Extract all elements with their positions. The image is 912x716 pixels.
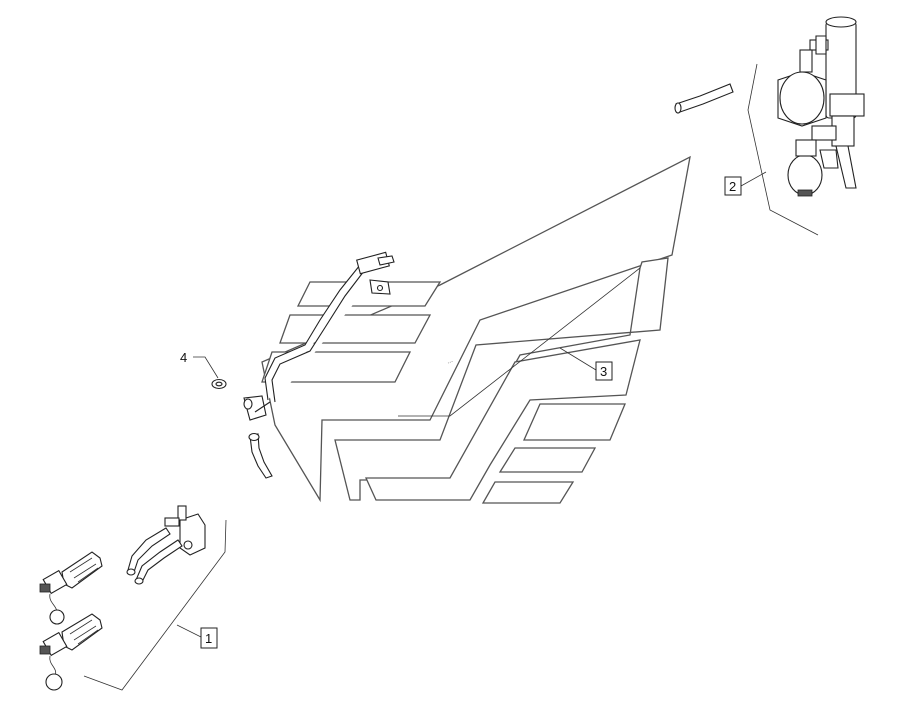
- callout-1-bracket: [83, 519, 227, 691]
- hose-top-icon: [674, 83, 734, 114]
- hose-pair-icon: [126, 527, 183, 585]
- hose-icon: [248, 432, 273, 479]
- quick-coupler-icon-1: [39, 551, 103, 625]
- callout-3-leader-1: [398, 267, 641, 417]
- callout-4-leader: [193, 356, 219, 379]
- callout-4-label: 4: [180, 350, 187, 365]
- hydraulic-pipe-icon: [264, 251, 395, 403]
- panel-slot-4: [522, 403, 626, 441]
- panel-slot-2: [279, 314, 432, 344]
- valve-block-icon: [164, 505, 206, 556]
- panel-slot-5: [498, 447, 597, 473]
- panel-slot-6: [481, 481, 575, 504]
- panel-slot-1: [296, 281, 442, 307]
- elbow-fitting-icon: [243, 395, 271, 421]
- callout-3-leader-2: [559, 347, 597, 371]
- callout-2-bracket: [747, 63, 819, 236]
- callout-3-label: 3: [600, 364, 607, 379]
- svg-text:⋯: ⋯: [447, 359, 455, 367]
- quick-coupler-icon-2: [39, 613, 103, 691]
- hydraulic-accumulator-assembly-icon: [777, 16, 865, 197]
- callout-2: 2: [724, 176, 742, 196]
- callout-1-label: 1: [205, 631, 212, 646]
- callout-3: 3: [595, 361, 613, 381]
- panel-inner-contour-2: [364, 339, 641, 501]
- callout-1-leader: [176, 624, 202, 638]
- side-panel-outline: ⋯: [261, 155, 691, 504]
- callout-2-label: 2: [729, 179, 736, 194]
- callout-1: 1: [200, 627, 218, 649]
- washer-icon: [211, 378, 227, 390]
- callout-2-leader: [740, 171, 767, 187]
